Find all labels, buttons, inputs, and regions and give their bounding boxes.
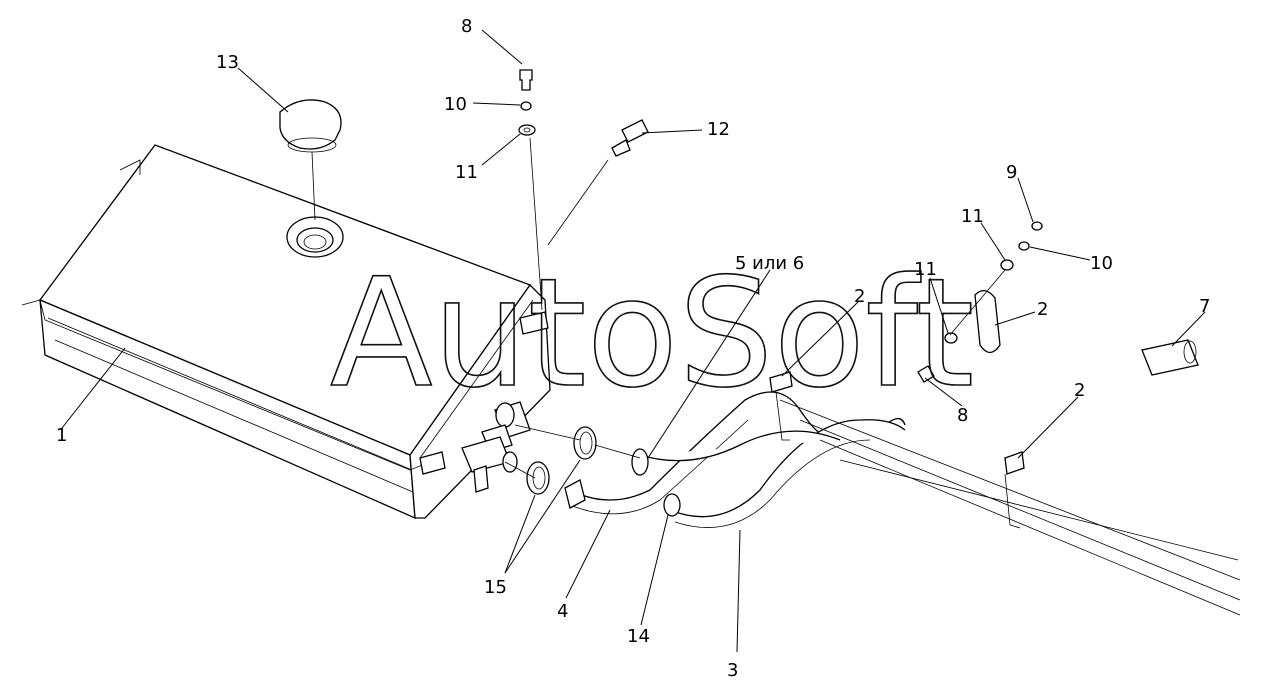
callout-labels: 1 13 8 10 11 12 9 10 11 11 5 или 6 2 2 7… <box>56 16 1210 681</box>
callout-11-right: 11 <box>961 206 984 227</box>
callout-12: 12 <box>707 119 730 140</box>
callout-14: 14 <box>627 626 650 647</box>
callout-3: 3 <box>727 660 738 681</box>
callout-2-right: 2 <box>1037 299 1048 320</box>
assembly-lines <box>311 137 1006 479</box>
callout-13: 13 <box>216 52 239 73</box>
callout-7: 7 <box>1199 296 1210 317</box>
callout-1: 1 <box>56 425 67 446</box>
filler-cap <box>279 99 342 153</box>
callout-11-top: 11 <box>455 162 478 183</box>
fuel-tank <box>21 144 551 520</box>
tank-fittings <box>461 401 531 493</box>
hose-clamps <box>526 426 597 495</box>
callout-8-right: 8 <box>957 405 968 426</box>
small-hardware <box>518 69 1199 383</box>
callout-10-top: 10 <box>444 94 467 115</box>
leader-lines <box>61 29 1206 653</box>
callout-15: 15 <box>484 577 507 598</box>
line-clips <box>769 290 1025 529</box>
watermark-text: AutoSoft <box>330 247 974 421</box>
callout-8-top: 8 <box>461 16 472 37</box>
callout-4: 4 <box>557 601 568 622</box>
callout-2-upper: 2 <box>854 286 865 307</box>
callout-2-lower: 2 <box>1074 380 1085 401</box>
fuel-lines <box>564 391 1241 616</box>
callout-9: 9 <box>1006 162 1017 183</box>
callout-10-right: 10 <box>1090 253 1113 274</box>
callout-11-middle: 11 <box>914 259 937 280</box>
callout-5-or-6: 5 или 6 <box>735 253 804 274</box>
